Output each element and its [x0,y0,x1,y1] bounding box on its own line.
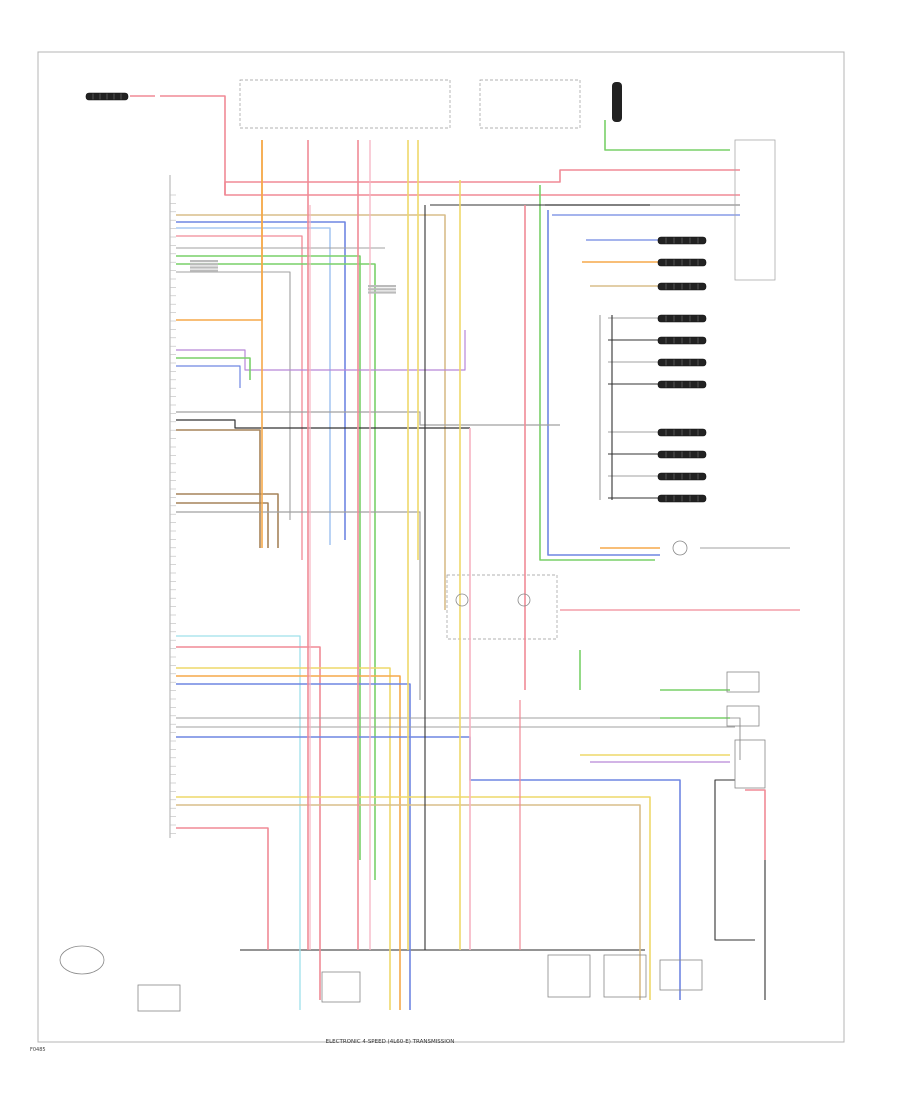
wire-green [176,357,251,380]
fuse-box-outline [239,79,451,129]
wire-black [176,419,470,429]
pressure-switch-module [734,739,766,789]
wire-green [604,120,730,151]
wire-gray [176,717,741,760]
ground-bars-mid [368,288,396,291]
wire-red [160,95,740,196]
wire-red [224,169,740,195]
wire-tan [176,804,641,1000]
wire-orange [176,140,263,321]
wire-orange [176,675,401,1010]
wire-blue [176,365,241,388]
wire-gray [176,411,560,426]
ground-bars [190,269,218,272]
wire-brown [176,502,269,548]
ground-bars [190,263,218,266]
wire-blue [176,683,411,1010]
wire-blue [547,210,660,556]
text-layer: ELECTRONIC 4-SPEED (4L60-E) TRANSMISSION… [30,1039,454,1053]
ground-bars-mid [368,291,396,294]
trans-range-switch [137,984,181,1012]
wire-red [745,789,766,860]
wire-red [176,646,321,1000]
wire-tan [176,214,446,610]
wire-gray [176,511,421,700]
map-sensor-box [734,139,776,281]
wire-gray [176,271,291,520]
wire-layer [130,95,800,1010]
outer-frame [37,51,845,1043]
shift-solenoid-a [455,593,469,607]
wire-blue [176,736,681,1000]
wire-cyan [176,635,301,1010]
wire-purple [176,330,466,371]
wire-green [539,185,655,561]
wire-brown [176,429,261,548]
figure-code: F0485 [30,1047,46,1053]
wire-ltblue [176,227,331,545]
wire-black [714,779,755,941]
shift-solenoid-b [517,593,531,607]
wire-green [176,255,361,860]
top-right-connector [612,82,622,122]
ground-bars-mid [368,285,396,288]
wire-brown [176,493,279,548]
rpm-relay-a [726,671,760,693]
ground-bars [190,260,218,263]
wire-red [176,827,269,950]
diagram-frame [37,51,845,1043]
diagram-caption: ELECTRONIC 4-SPEED (4L60-E) TRANSMISSION [326,1039,455,1045]
component-layer [59,82,776,1012]
wire-yellow [176,796,651,1000]
trans-fluid-temp-sensor [547,954,591,998]
rpm-relay-b [726,705,760,727]
wire-blue [176,221,346,540]
ground-bars [190,266,218,269]
vehicle-speed-sensor [603,954,647,998]
wire-yellow [176,667,391,1010]
wire-green [176,263,376,880]
output-speed-sensor [59,945,105,975]
solenoid-box-outline [446,574,558,640]
pressure-control-solenoid [321,971,361,1003]
wire-red [176,235,303,560]
throttle-sensor [672,540,688,556]
ignition-switch-outline [479,79,581,129]
ignition-coil-box [659,959,703,991]
